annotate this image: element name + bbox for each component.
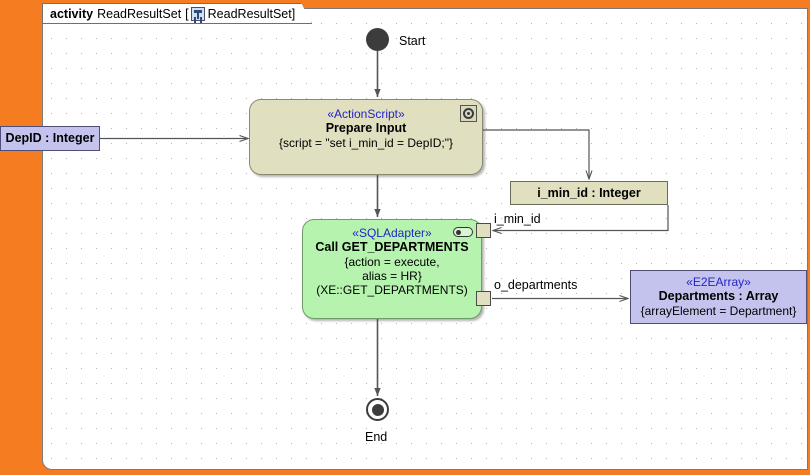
call-get-departments-name: Call GET_DEPARTMENTS	[315, 240, 469, 254]
initial-node-icon[interactable]	[366, 28, 389, 51]
object-node-i-min-id[interactable]: i_min_id : Integer	[510, 181, 668, 205]
action-node-prepare-input[interactable]: «ActionScript» Prepare Input {script = "…	[249, 99, 483, 175]
call-get-departments-properties-3: (XE::GET_DEPARTMENTS)	[316, 283, 468, 297]
gear-icon[interactable]	[460, 105, 477, 122]
i-min-id-label: i_min_id : Integer	[537, 185, 641, 200]
frame-keyword: activity	[50, 6, 94, 21]
prepare-input-stereotype: «ActionScript»	[327, 107, 405, 121]
action-node-call-get-departments[interactable]: «SQLAdapter» Call GET_DEPARTMENTS {actio…	[302, 219, 482, 319]
frame-ref-name: ReadResultSet	[207, 6, 292, 21]
final-node-icon[interactable]	[366, 398, 389, 421]
departments-name: Departments : Array	[658, 289, 779, 303]
activity-diagram-icon	[191, 7, 205, 21]
frame-bracket-close: ]	[291, 6, 296, 21]
depid-label: DepID : Integer	[5, 131, 95, 145]
departments-properties: {arrayElement = Department}	[640, 304, 797, 318]
adapter-pill-icon[interactable]	[453, 227, 473, 237]
call-get-departments-properties-2: alias = HR}	[362, 269, 422, 283]
start-label: Start	[399, 34, 426, 48]
departments-stereotype: «E2EArray»	[686, 275, 751, 289]
edge-label-o-departments: o_departments	[494, 278, 578, 292]
prepare-input-name: Prepare Input	[325, 121, 407, 135]
end-label: End	[365, 430, 388, 444]
output-pin-o-departments[interactable]	[476, 291, 491, 306]
edge-label-i-min-id: i_min_id	[494, 212, 541, 226]
activity-frame-header[interactable]: activity ReadResultSet [ ReadResultSet ]	[42, 3, 312, 24]
frame-bracket-open: [	[185, 6, 189, 21]
object-node-depid[interactable]: DepID : Integer	[0, 126, 100, 151]
prepare-input-properties: {script = "set i_min_id = DepID;"}	[279, 136, 453, 150]
call-get-departments-properties-1: {action = execute,	[344, 255, 440, 269]
frame-name: ReadResultSet	[97, 6, 182, 21]
object-node-departments[interactable]: «E2EArray» Departments : Array {arrayEle…	[630, 270, 807, 324]
input-pin-i-min-id[interactable]	[476, 223, 491, 238]
